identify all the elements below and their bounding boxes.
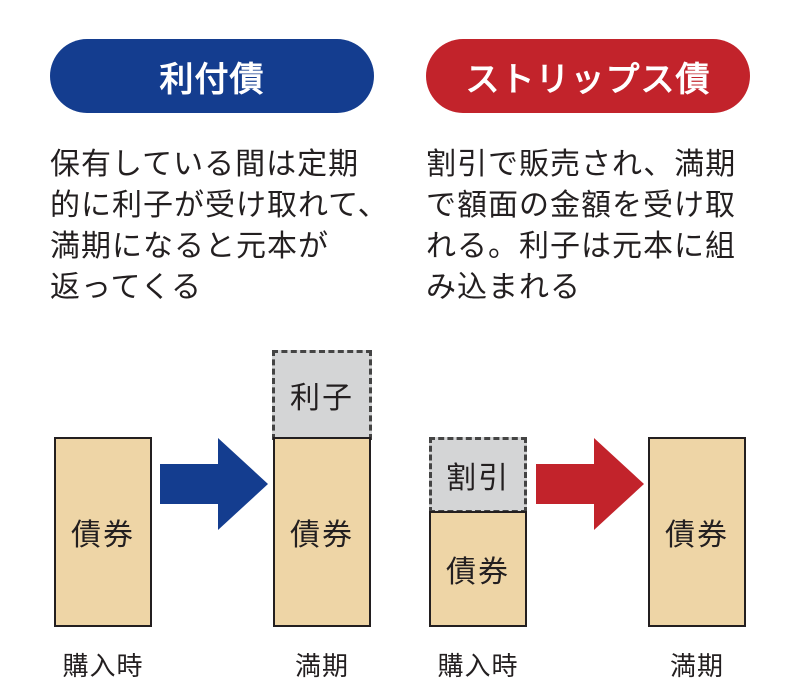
strips-bond-purchase-caption: 購入時 [437,652,519,682]
coupon-bond-purchase-box: 債券 [54,437,152,627]
coupon-bond-arrow [160,438,268,530]
coupon-bond-interest-label: 利子 [290,381,354,416]
strips-bond-discount-box: 割引 [429,437,527,513]
strips-bond-maturity-box: 債券 [648,437,746,627]
strips-bond-discount-label: 割引 [446,461,510,496]
strips-bond-maturity-caption: 満期 [669,652,724,682]
strips-bond-arrow [536,438,644,530]
coupon-bond-purchase-label: 債券 [71,518,135,553]
strips-bond-description: 割引で販売され、満期 で額面の金額を受け取 れる。利子は元本に組 み込まれる [426,147,737,305]
strips-bond-purchase-label: 債券 [446,555,510,590]
strips-bond-title: ストリップス債 [426,39,750,113]
coupon-bond-description: 保有している間は定期 的に利子が受け取れて、 満期になると元本が 返ってくる [50,147,389,305]
coupon-bond-maturity-box: 債券 [273,437,371,627]
strips-bond-purchase-box: 債券 [429,511,527,627]
coupon-bond-purchase-caption: 購入時 [62,652,144,682]
strips-bond-maturity-label: 債券 [665,518,729,553]
coupon-bond-title: 利付債 [50,39,374,113]
coupon-bond-maturity-caption: 満期 [294,652,349,682]
coupon-bond-interest-box: 利子 [272,350,372,440]
coupon-bond-maturity-label: 債券 [290,518,354,553]
